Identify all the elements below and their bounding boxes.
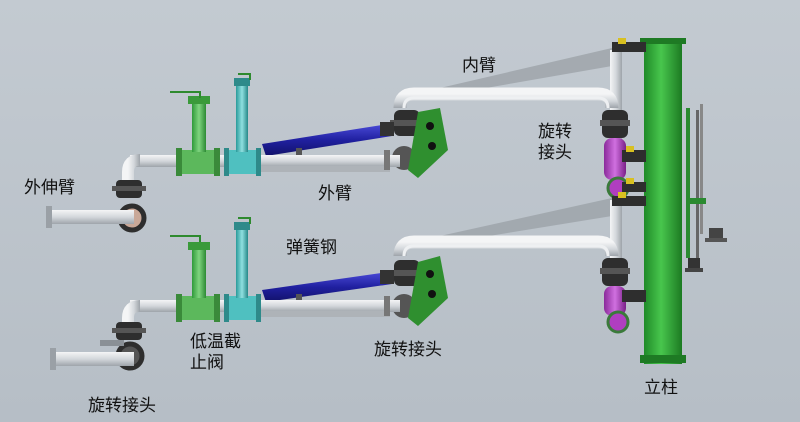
counterweight-beam-lower	[440, 198, 612, 244]
label-swivel-upper: 旋转接头	[538, 122, 572, 163]
label-outer-extension-arm: 外伸臂	[24, 178, 75, 198]
column	[644, 38, 682, 364]
label-spring-steel: 弹簧钢	[286, 238, 337, 258]
label-cryogenic-valve: 低温截止阀	[190, 332, 241, 373]
label-outer-arm: 外臂	[318, 184, 352, 204]
counterweight-beam-upper	[440, 48, 612, 96]
label-swivel-middle: 旋转接头	[374, 340, 442, 360]
lower-arm	[50, 192, 646, 371]
label-inner-arm: 内臂	[462, 56, 496, 76]
label-swivel-bottom: 旋转接头	[88, 396, 156, 416]
upper-arm	[46, 38, 646, 233]
label-column: 立柱	[644, 378, 678, 398]
